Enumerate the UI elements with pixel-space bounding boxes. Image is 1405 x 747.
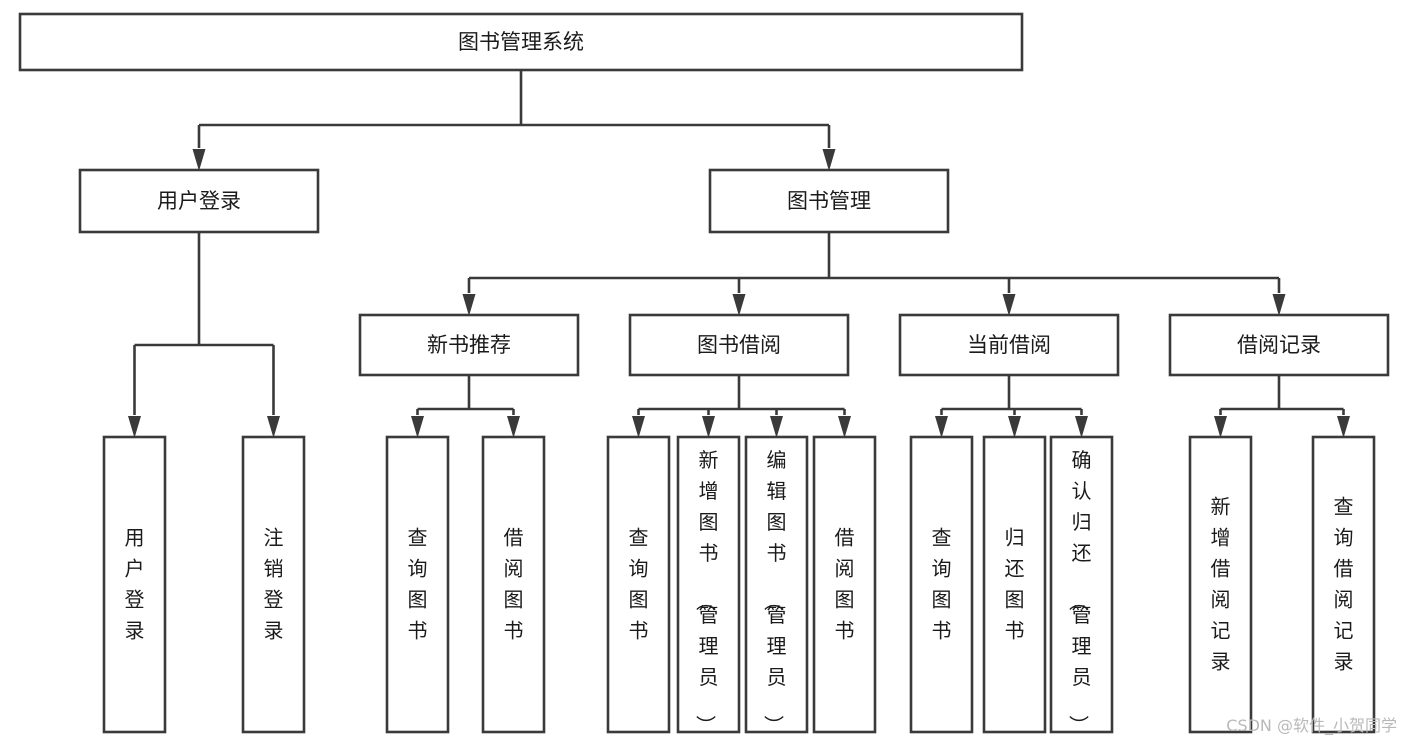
arrow-head-icon: [838, 416, 851, 438]
edge-group-borrow-record: [1214, 375, 1350, 438]
node-label-leaf-edit-book-admin: 编辑图书（管理员）: [762, 448, 787, 735]
node-box-leaf-confirm-return-admin[interactable]: [1049, 435, 1114, 734]
arrow-head-icon: [770, 416, 783, 438]
arrow-head-icon: [1008, 416, 1021, 438]
arrow-head-icon: [192, 149, 206, 171]
node-label-leaf-logout: 注销登录: [264, 526, 284, 643]
arrow-head-icon: [732, 294, 746, 316]
node-label-leaf-add-record: 新增借阅记录: [1211, 495, 1231, 674]
node-leaf-query-record[interactable]: 查询借阅记录: [1311, 435, 1376, 734]
arrow-head-icon: [128, 416, 141, 438]
node-borrow-record[interactable]: 借阅记录: [1168, 313, 1390, 377]
node-user-login[interactable]: 用户登录: [78, 168, 320, 234]
node-box-current-borrow[interactable]: [898, 313, 1120, 377]
node-label-leaf-user-login: 用户登录: [125, 526, 145, 643]
node-leaf-query-book-1[interactable]: 查询图书: [385, 435, 450, 734]
node-leaf-add-book-admin[interactable]: 新增图书（管理员）: [676, 435, 741, 735]
edge-group-new-book-rec: [411, 375, 520, 438]
node-leaf-query-book-2[interactable]: 查询图书: [606, 435, 671, 734]
edge-group-root: [192, 70, 836, 171]
node-box-leaf-query-book-3[interactable]: [909, 435, 974, 734]
node-box-leaf-query-book-2[interactable]: [606, 435, 671, 734]
node-box-borrow-record[interactable]: [1168, 313, 1390, 377]
arrow-head-icon: [411, 416, 424, 438]
node-label-leaf-query-book-3: 查询图书: [932, 526, 952, 643]
node-leaf-confirm-return-admin[interactable]: 确认归还（管理员）: [1049, 435, 1114, 735]
arrow-head-icon: [1214, 416, 1227, 438]
node-current-borrow[interactable]: 当前借阅: [898, 313, 1120, 377]
node-leaf-edit-book-admin[interactable]: 编辑图书（管理员）: [744, 435, 809, 735]
edge-group-book-borrow: [632, 375, 851, 438]
edge-group-book-manage: [462, 232, 1286, 316]
edge-group-user-login: [128, 232, 280, 438]
node-label-book-borrow: 图书借阅: [697, 333, 781, 357]
node-label-user-login: 用户登录: [157, 189, 241, 213]
node-box-leaf-add-record[interactable]: [1188, 435, 1253, 734]
arrow-head-icon: [507, 416, 520, 438]
node-label-leaf-return-book: 归还图书: [1005, 526, 1025, 643]
node-label-leaf-confirm-return-admin: 确认归还（管理员）: [1067, 448, 1092, 735]
node-root[interactable]: 图书管理系统: [18, 12, 1024, 72]
node-box-leaf-add-book-admin[interactable]: [676, 435, 741, 734]
node-box-leaf-edit-book-admin[interactable]: [744, 435, 809, 734]
node-label-borrow-record: 借阅记录: [1237, 333, 1321, 357]
node-label-leaf-query-book-2: 查询图书: [629, 526, 649, 643]
arrow-head-icon: [1272, 294, 1286, 316]
node-label-leaf-query-book-1: 查询图书: [408, 526, 428, 643]
node-box-leaf-query-record[interactable]: [1311, 435, 1376, 734]
node-new-book-rec[interactable]: 新书推荐: [358, 313, 580, 377]
arrow-head-icon: [935, 416, 948, 438]
node-box-root[interactable]: [18, 12, 1024, 72]
node-box-book-manage[interactable]: [708, 168, 950, 234]
node-label-leaf-add-book-admin: 新增图书（管理员）: [694, 448, 719, 735]
node-book-manage[interactable]: 图书管理: [708, 168, 950, 234]
arrow-head-icon: [702, 416, 715, 438]
node-label-leaf-borrow-book-1: 借阅图书: [504, 526, 524, 643]
arrow-head-icon: [1075, 416, 1088, 438]
node-leaf-add-record[interactable]: 新增借阅记录: [1188, 435, 1253, 734]
node-label-book-manage: 图书管理: [787, 189, 871, 213]
csdn-watermark: CSDN @软件_小贺同学: [1226, 716, 1397, 736]
node-box-user-login[interactable]: [78, 168, 320, 234]
arrow-head-icon: [267, 416, 280, 438]
connector-layer: [128, 70, 1350, 438]
node-label-leaf-borrow-book-2: 借阅图书: [835, 526, 855, 643]
node-label-root: 图书管理系统: [458, 30, 584, 54]
node-box-leaf-logout[interactable]: [241, 435, 306, 734]
edge-group-current-borrow: [935, 375, 1088, 438]
node-label-leaf-query-record: 查询借阅记录: [1334, 495, 1354, 674]
node-box-leaf-borrow-book-2[interactable]: [812, 435, 877, 734]
node-leaf-return-book[interactable]: 归还图书: [982, 435, 1047, 734]
node-box-new-book-rec[interactable]: [358, 313, 580, 377]
node-box-book-borrow[interactable]: [628, 313, 850, 377]
node-box-leaf-query-book-1[interactable]: [385, 435, 450, 734]
node-layer: 图书管理系统用户登录图书管理新书推荐图书借阅当前借阅借阅记录用户登录注销登录查询…: [18, 12, 1390, 735]
arrow-head-icon: [822, 149, 836, 171]
node-box-leaf-return-book[interactable]: [982, 435, 1047, 734]
arrow-head-icon: [1337, 416, 1350, 438]
arrow-head-icon: [1002, 294, 1016, 316]
node-label-current-borrow: 当前借阅: [967, 333, 1051, 357]
node-leaf-user-login[interactable]: 用户登录: [102, 435, 167, 734]
node-book-borrow[interactable]: 图书借阅: [628, 313, 850, 377]
node-leaf-query-book-3[interactable]: 查询图书: [909, 435, 974, 734]
node-label-new-book-rec: 新书推荐: [427, 333, 511, 357]
node-leaf-borrow-book-2[interactable]: 借阅图书: [812, 435, 877, 734]
node-box-leaf-user-login[interactable]: [102, 435, 167, 734]
node-leaf-logout[interactable]: 注销登录: [241, 435, 306, 734]
arrow-head-icon: [462, 294, 476, 316]
node-leaf-borrow-book-1[interactable]: 借阅图书: [481, 435, 546, 734]
arrow-head-icon: [632, 416, 645, 438]
node-box-leaf-borrow-book-1[interactable]: [481, 435, 546, 734]
